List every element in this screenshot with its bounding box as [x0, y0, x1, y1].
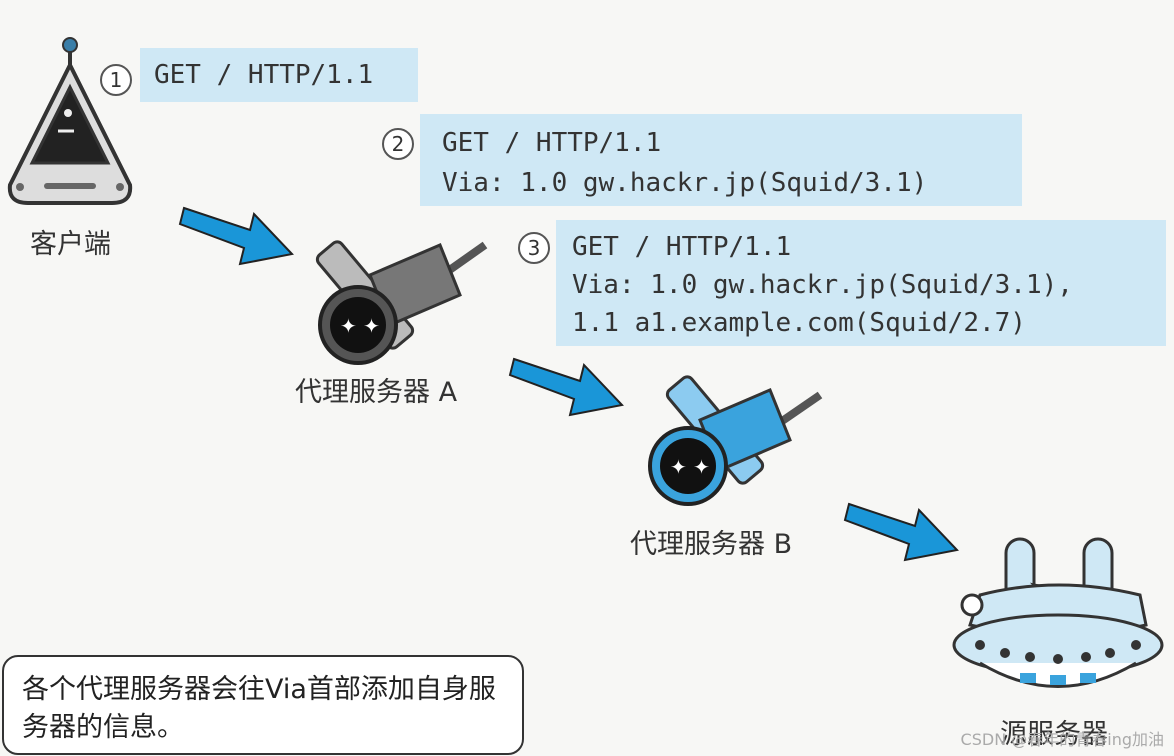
proxy-a-label: 代理服务器 A	[295, 377, 458, 408]
request-1-box: GET / HTTP/1.1	[140, 48, 418, 102]
request-2-line-1: GET / HTTP/1.1	[442, 128, 662, 158]
request-3-line-1: GET / HTTP/1.1	[572, 232, 792, 262]
arrow-proxy-b-to-origin	[843, 502, 959, 562]
request-3-box: GET / HTTP/1.1 Via: 1.0 gw.hackr.jp(Squi…	[556, 220, 1166, 346]
request-1-line-1: GET / HTTP/1.1	[154, 60, 374, 90]
request-3-line-3: 1.1 a1.example.com(Squid/2.7)	[572, 308, 1026, 338]
watermark: CSDN @春年的青春ing加油	[960, 730, 1164, 749]
svg-text:✦ ✦: ✦ ✦	[670, 455, 710, 479]
svg-text:✦ ✦: ✦ ✦	[340, 314, 380, 338]
origin-server-icon	[952, 537, 1164, 688]
note-text: 各个代理服务器会往Via首部添加自身服务器的信息。	[22, 674, 496, 743]
request-2-line-2: Via: 1.0 gw.hackr.jp(Squid/3.1)	[442, 168, 928, 198]
step-2-badge: 2	[382, 128, 414, 160]
request-3-line-2: Via: 1.0 gw.hackr.jp(Squid/3.1),	[572, 270, 1073, 300]
arrow-client-to-proxy-a	[178, 206, 294, 266]
request-2-box: GET / HTTP/1.1 Via: 1.0 gw.hackr.jp(Squi…	[420, 114, 1022, 206]
step-1-badge: 1	[100, 64, 132, 96]
proxy-b-icon: ✦ ✦	[648, 375, 823, 506]
client-label: 客户端	[30, 229, 111, 260]
client-icon	[7, 37, 133, 205]
arrow-proxy-a-to-proxy-b	[508, 357, 624, 417]
note-box: 各个代理服务器会往Via首部添加自身服务器的信息。	[2, 655, 524, 755]
proxy-b-label: 代理服务器 B	[630, 529, 793, 560]
step-3-badge: 3	[518, 232, 550, 264]
origin-server-label: 源服务器	[1000, 719, 1108, 750]
proxy-a-icon: ✦ ✦	[315, 240, 488, 365]
